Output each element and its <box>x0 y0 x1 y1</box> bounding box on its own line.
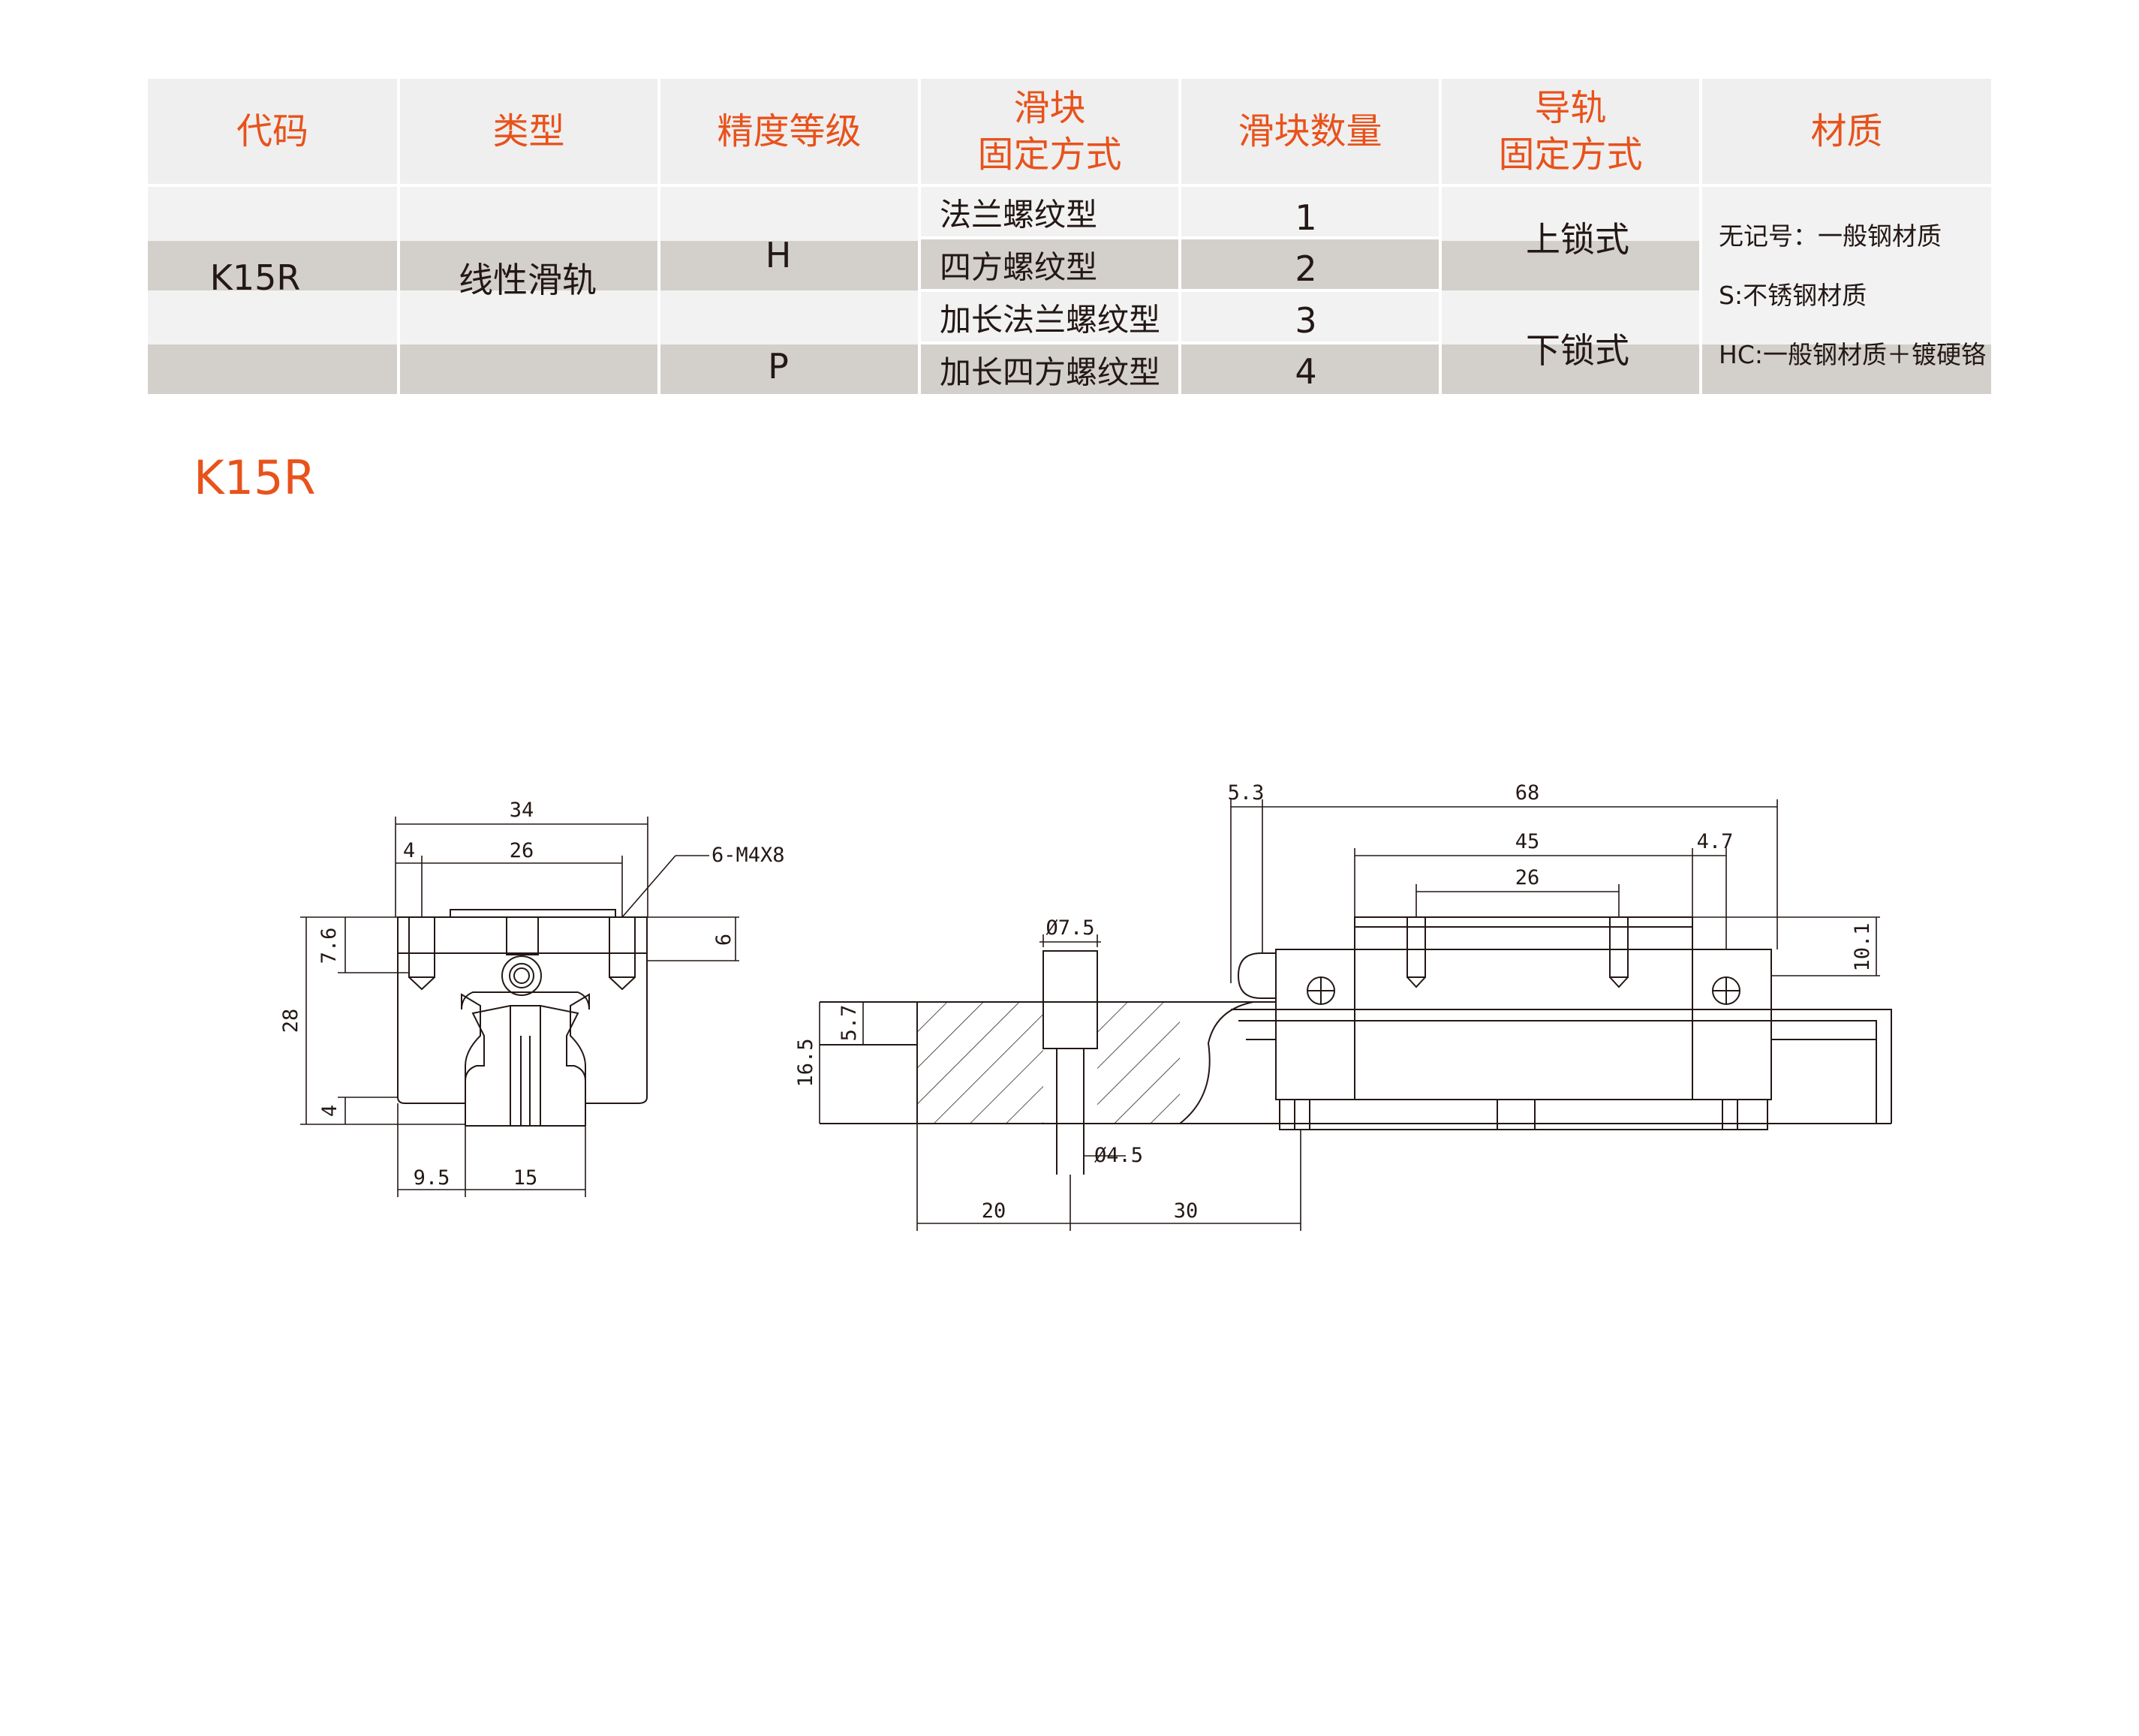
center-port-outer <box>501 955 542 996</box>
block-top-notch <box>450 909 616 917</box>
header-block-mounting-label: 滑块 固定方式 <box>977 87 1122 176</box>
dim-hole-offset: 4 <box>403 839 415 862</box>
material-1: 无记号：一般钢材质 <box>1719 221 1942 251</box>
precision-p: P <box>768 346 789 387</box>
side-view <box>820 916 1892 1175</box>
header-block-count: 滑块数量 <box>1181 79 1439 184</box>
dim-rail-hole-start: 20 <box>982 1199 1006 1223</box>
code-value: K15R <box>209 257 301 298</box>
block-mount-2: 四方螺纹型 <box>940 248 1098 286</box>
stripe <box>660 241 918 290</box>
section-title: K15R <box>194 450 316 505</box>
left-tap-hole <box>408 916 435 978</box>
dim-width-total: 34 <box>510 799 534 822</box>
block-top <box>397 916 648 954</box>
header-precision-label: 精度等级 <box>717 110 862 152</box>
dim-seal-length: 5.3 <box>1228 781 1265 805</box>
count-1: 1 <box>1295 197 1317 238</box>
block-mount-row-2 <box>921 239 1178 289</box>
header-code: 代码 <box>148 79 397 184</box>
block-mount-row-1 <box>921 187 1178 236</box>
dim-flange-height: 7.6 <box>317 928 341 964</box>
dim-rail-offset: 9.5 <box>414 1166 450 1190</box>
header-rail-mounting: 导轨 固定方式 <box>1442 79 1699 184</box>
count-3: 3 <box>1295 300 1317 341</box>
type-value: 线性滑轨 <box>459 260 597 300</box>
block-carriage <box>1354 916 1693 1100</box>
dim-block-hole-pitch: 26 <box>1515 866 1540 889</box>
counterbore <box>1042 950 1098 1049</box>
dim-hole-pitch: 26 <box>510 839 534 862</box>
dim-counterbore-depth: 5.7 <box>838 1005 861 1042</box>
stripe <box>148 241 397 290</box>
material-2: S:不锈钢材质 <box>1719 281 1867 310</box>
header-precision: 精度等级 <box>660 79 918 184</box>
stripe <box>660 344 918 394</box>
header-material-label: 材质 <box>1810 110 1883 152</box>
dim-body-length: 45 <box>1515 830 1540 853</box>
dim-thread-note: 6-M4X8 <box>711 844 785 867</box>
dim-end-offset: 4.7 <box>1697 830 1734 853</box>
dim-rail-hole-pitch: 30 <box>1174 1199 1199 1223</box>
header-code-label: 代码 <box>236 110 308 152</box>
dim-block-length: 68 <box>1515 781 1540 805</box>
header-material: 材质 <box>1702 79 1991 184</box>
stripe <box>1442 241 1699 290</box>
block-mount-4: 加长四方螺纹型 <box>940 354 1161 391</box>
header-block-mounting: 滑块 固定方式 <box>921 79 1178 184</box>
stripe <box>148 344 397 394</box>
block-mount-1: 法兰螺纹型 <box>940 196 1098 233</box>
block-mount-row-3 <box>921 292 1178 341</box>
block-body <box>1275 949 1772 1100</box>
header-type-label: 类型 <box>492 110 565 152</box>
count-row-3 <box>1181 292 1439 341</box>
count-row-2 <box>1181 239 1439 289</box>
stripe <box>400 344 657 394</box>
dim-base-gap: 4 <box>318 1105 341 1117</box>
header-block-count-label: 滑块数量 <box>1238 110 1382 152</box>
side-view-dims <box>819 799 1880 1231</box>
stripe <box>400 241 657 290</box>
header-type: 类型 <box>400 79 657 184</box>
block-foot <box>1279 1099 1768 1130</box>
stripe <box>1702 344 1991 394</box>
front-view <box>397 909 648 1127</box>
header-rail-mounting-label: 导轨 固定方式 <box>1498 87 1643 176</box>
rail-hole <box>510 1005 541 1127</box>
dim-block-top-height: 10.1 <box>1851 922 1874 971</box>
center-port-inner <box>509 963 534 988</box>
dim-total-height: 28 <box>279 1009 302 1033</box>
count-row-1 <box>1181 187 1439 236</box>
count-row-4 <box>1181 344 1439 394</box>
dim-counterbore-dia: Ø7.5 <box>1045 916 1094 940</box>
end-seal <box>1237 952 1276 999</box>
block-mount-3: 加长法兰螺纹型 <box>940 301 1161 338</box>
precision-h: H <box>765 235 792 275</box>
block-mount-row-4 <box>921 344 1178 394</box>
right-tap-hole <box>609 916 636 978</box>
dim-rail-width: 15 <box>513 1166 538 1190</box>
count-2: 2 <box>1295 248 1317 289</box>
center-tap-hole <box>506 916 539 955</box>
rail-mount-top: 上锁式 <box>1526 219 1629 260</box>
dim-hole-dia: Ø4.5 <box>1094 1144 1143 1167</box>
rail-mount-bottom: 下锁式 <box>1526 330 1629 371</box>
stripe <box>1442 344 1699 394</box>
dim-thread-depth: 6 <box>712 934 736 946</box>
material-3: HC:一般钢材质＋镀硬铬 <box>1719 340 1986 369</box>
count-4: 4 <box>1295 351 1317 392</box>
rail-profile <box>465 1005 586 1126</box>
dim-rail-height: 16.5 <box>794 1038 817 1087</box>
front-view-dims <box>300 817 739 1197</box>
